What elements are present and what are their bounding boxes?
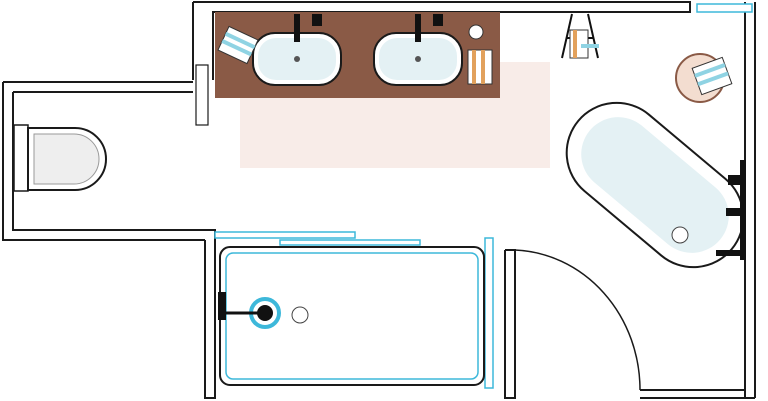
window-top-right — [696, 3, 753, 13]
tub-drain — [671, 226, 689, 244]
toilet-icon — [13, 124, 107, 192]
soap-dish — [468, 24, 484, 40]
towel-left — [217, 25, 259, 65]
outer-wall-top — [192, 1, 691, 80]
window-left — [195, 64, 209, 126]
double-sink-vanity-icon — [215, 12, 500, 98]
towel-rack-icon — [561, 13, 599, 59]
shower-tray-icon — [214, 231, 494, 389]
stool-icon — [675, 53, 733, 103]
outer-wall-left-room — [2, 81, 216, 241]
door-swing-icon — [514, 249, 641, 391]
shower-drain — [291, 306, 309, 324]
bathtub-icon — [565, 101, 745, 269]
outer-wall-bottom — [204, 240, 516, 399]
tub-faucet — [716, 160, 746, 260]
towel-right — [467, 49, 493, 85]
